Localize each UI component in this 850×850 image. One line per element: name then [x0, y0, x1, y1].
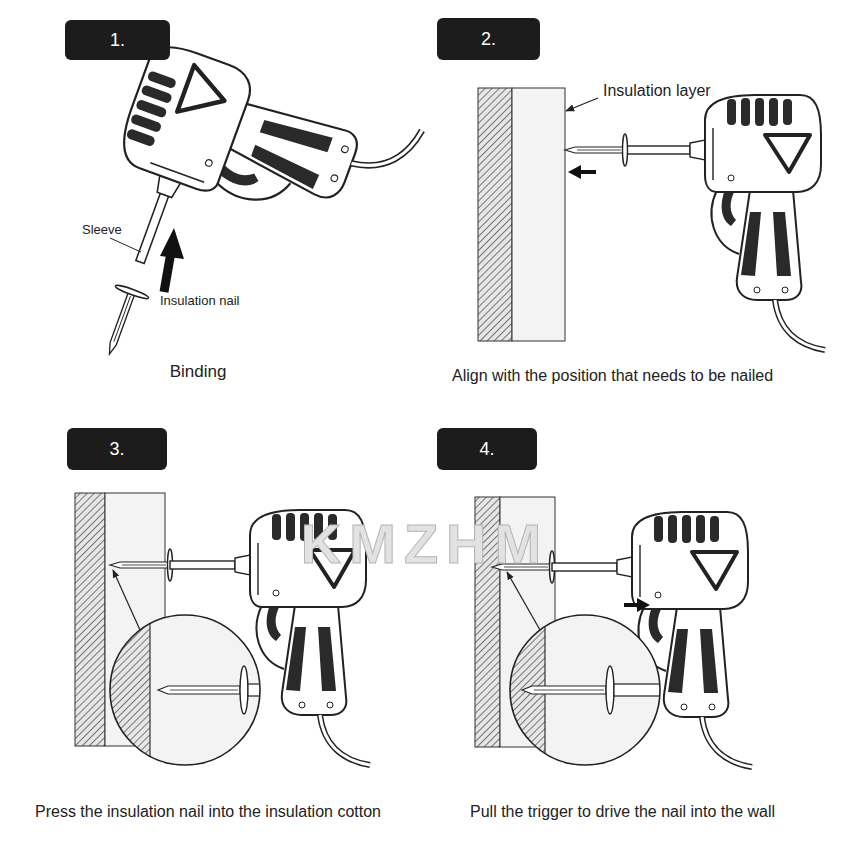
- step-badge: 2.: [437, 18, 540, 60]
- direction-arrow: [624, 603, 638, 607]
- part-label: Insulation nail: [160, 293, 240, 309]
- part-label: Insulation layer: [603, 81, 711, 100]
- step-number: 4.: [479, 439, 494, 460]
- zoom-detail-part: [534, 690, 604, 691]
- direction-arrow: [164, 252, 171, 292]
- insulation-nail: [110, 549, 173, 581]
- step-badge: 1.: [65, 20, 170, 60]
- zoom-detail-part: [170, 690, 238, 691]
- zoom-detail-part: [240, 666, 248, 714]
- step-caption: Binding: [170, 362, 227, 382]
- zoom-detail-part: [158, 686, 240, 694]
- direction-arrow: [637, 598, 650, 612]
- leader-line: [507, 572, 540, 630]
- step-caption: Pull the trigger to drive the nail into …: [470, 802, 775, 821]
- step-badge: 4.: [437, 428, 537, 470]
- step-number: 1.: [110, 30, 125, 51]
- insulation-nail: [565, 134, 628, 166]
- part-label: Sleeve: [82, 222, 122, 238]
- leader-line: [566, 98, 598, 111]
- zoom-detail-part: [500, 600, 675, 780]
- wall: [75, 493, 105, 746]
- zoom-circle: [510, 615, 660, 765]
- zoom-circle: [110, 615, 260, 765]
- direction-arrow: [568, 165, 581, 179]
- zoom-detail-part: [149, 600, 150, 780]
- leader-line: [113, 570, 140, 630]
- zoom-detail-part: [248, 684, 288, 696]
- insulation-nail: [93, 283, 150, 360]
- step-caption: Align with the position that needs to be…: [452, 366, 773, 385]
- panel-align: [478, 88, 825, 350]
- step-caption: Press the insulation nail into the insul…: [35, 802, 381, 821]
- step-badge: 3.: [67, 428, 167, 470]
- zoom-detail-part: [606, 666, 614, 714]
- direction-arrow: [580, 170, 596, 174]
- zoom-detail-part: [614, 684, 664, 696]
- zoom-detail: [100, 600, 288, 780]
- step-number: 3.: [109, 439, 124, 460]
- nail-gun: [625, 95, 825, 350]
- step-number: 2.: [481, 29, 496, 50]
- leader-line: [110, 238, 141, 252]
- zoom-detail-part: [522, 686, 606, 694]
- zoom-detail-part: [100, 600, 150, 780]
- direction-arrow: [160, 228, 184, 259]
- watermark: KMZHM: [301, 510, 549, 577]
- wall: [478, 88, 512, 341]
- insulation-layer: [512, 88, 565, 341]
- panel-binding: [83, 35, 422, 360]
- zoom-detail: [500, 600, 675, 780]
